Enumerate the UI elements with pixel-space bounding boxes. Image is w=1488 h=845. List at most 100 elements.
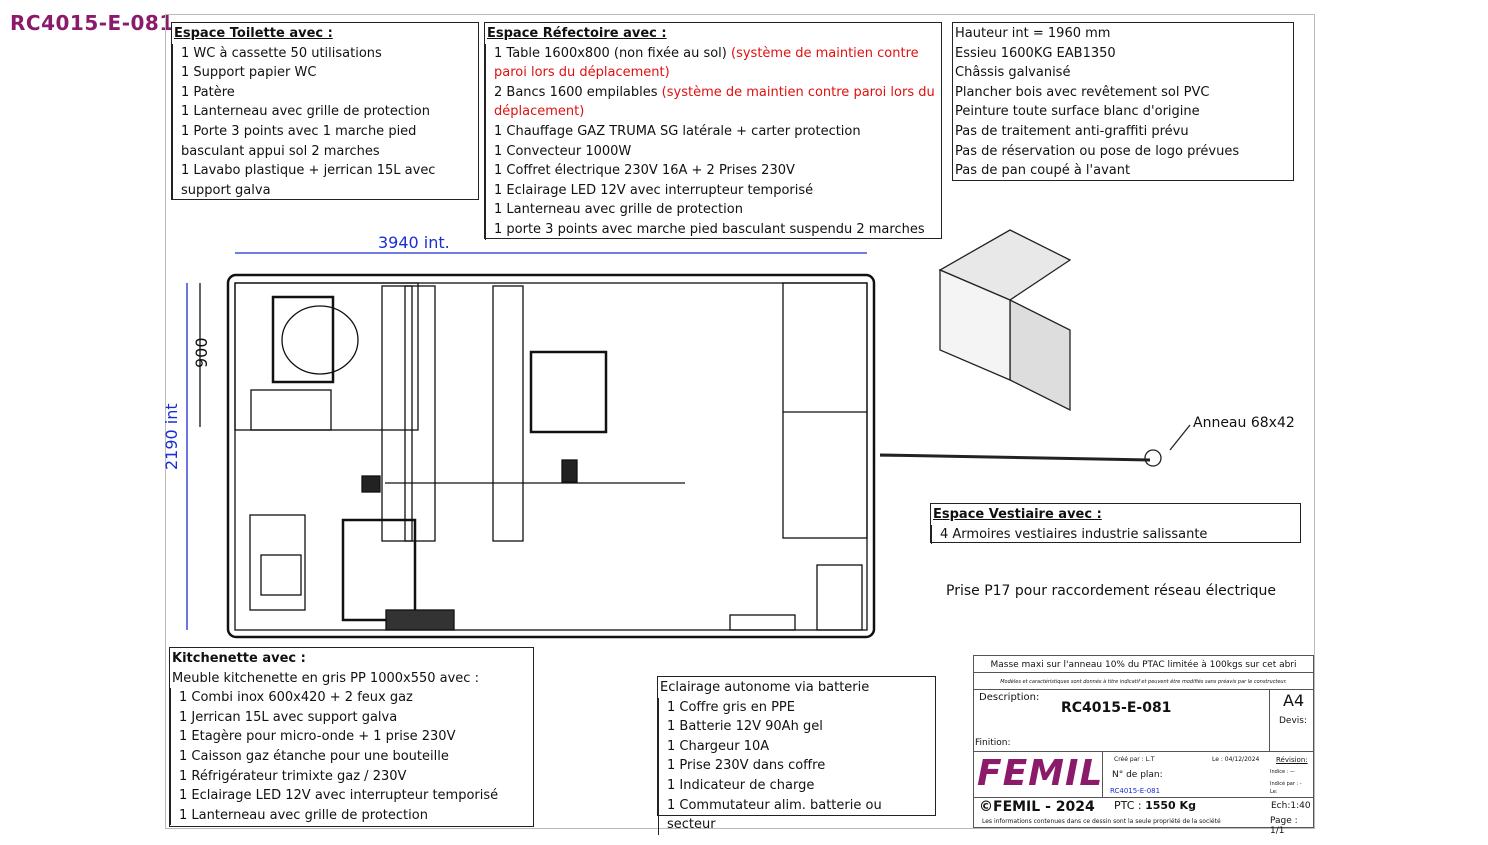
table-edge (404, 285, 436, 542)
disclaimer: Modèles et caractéristiques sont donnés … (1000, 679, 1287, 685)
list-item: 1 Batterie 12V 90Ah gel (658, 717, 933, 737)
list-item: 1 Etagère pour micro-onde + 1 prise 230V (170, 727, 531, 747)
spec-item: Pas de réservation ou pose de logo prévu… (955, 143, 1240, 159)
list-item: 1 porte 3 points avec marche pied bascul… (485, 219, 939, 240)
vestiaire-title: Espace Vestiaire avec : (933, 507, 1102, 522)
spec-item: Hauteur int = 1960 mm (955, 26, 1111, 41)
list-item: 1 Porte 3 points avec 1 marche pied basc… (172, 121, 476, 162)
spec-item: Peinture toute surface blanc d'origine (955, 104, 1200, 120)
list-item: 1 Caisson gaz étanche pour une bouteille (170, 746, 531, 767)
list-item: 1 Coffret électrique 230V 16A + 2 Prises… (485, 161, 939, 181)
indice: Indice : — (1270, 769, 1295, 775)
spec-item: Plancher bois avec revêtement sol PVC (955, 84, 1210, 100)
drawbar-iso (879, 453, 1151, 462)
list-item: 1 Lavabo plastique + jerrican 15L avec s… (172, 161, 476, 201)
plan-number: RC4015-E-081 (1110, 787, 1161, 795)
toilet-room (234, 282, 419, 431)
description-label: Description: (979, 692, 1040, 703)
list-item: 1 Jerrican 15L avec support galva (170, 707, 531, 728)
kitchenette-intro: Meuble kitchenette en gris PP 1000x550 a… (172, 670, 479, 686)
plan-label: N° de plan: (1112, 770, 1163, 780)
drawing-reference: RC4015-E-081 (10, 11, 174, 35)
list-item: 1 Prise 230V dans coffre (658, 756, 933, 776)
revision-date: Le: (1270, 789, 1278, 795)
list-item: 1 Convecteur 1000W (485, 141, 939, 162)
floor-plan (186, 252, 900, 639)
footer-note: Les informations contenues dans ce dessi… (982, 818, 1221, 825)
isometric-view (879, 229, 1191, 467)
washbasin (250, 389, 332, 431)
list-item: 1 Support papier WC (172, 63, 476, 83)
list-item: 1 Lanterneau avec grille de protection (485, 200, 939, 220)
drawing-sheet (165, 14, 1315, 829)
list-item: 1 Table 1600x800 (non fixée au sol) (sys… (485, 43, 939, 83)
devis-label: Devis: (1279, 716, 1308, 726)
battery-box (816, 564, 863, 631)
toilet-skylight (271, 295, 335, 384)
wc-cassette (281, 305, 359, 375)
indice-par: Indicé par : - (1270, 781, 1302, 787)
eclairage-title: Eclairage autonome via batterie (660, 680, 870, 695)
bench-left (381, 285, 413, 542)
list-item: 1 Lanterneau avec grille de protection (170, 805, 531, 826)
list-item: 1 Chargeur 10A (658, 736, 933, 757)
femil-logo: FEMIL (977, 753, 1104, 794)
paper-format: A4 (1283, 691, 1305, 710)
height-dimension: 2190 int (162, 403, 181, 470)
spec-item: Pas de pan coupé à l'avant (955, 163, 1131, 179)
lockers (782, 282, 868, 539)
finition-label: Finition: (975, 738, 1011, 748)
list-item: 1 Chauffage GAZ TRUMA SG latérale + cart… (485, 121, 939, 142)
toilet-title: Espace Toilette avec : (174, 26, 333, 41)
refectoire-title: Espace Réfectoire avec : (487, 26, 667, 41)
list-item: 1 Coffre gris en PPE (658, 697, 933, 718)
spec-item: Pas de traitement anti-graffiti prévu (955, 123, 1189, 139)
kitchenette-box: Kitchenette avec : Meuble kitchenette en… (169, 647, 534, 827)
vestiaire-box: Espace Vestiaire avec : 4 Armoires vesti… (930, 503, 1301, 545)
refectoire-box: Espace Réfectoire avec : 1 Table 1600x80… (484, 22, 942, 240)
width-dimension: 3940 int. (378, 233, 450, 252)
title-block: Masse maxi sur l'anneau 10% du PTAC limi… (973, 655, 1314, 836)
masse-note: Masse maxi sur l'anneau 10% du PTAC limi… (974, 660, 1313, 673)
ptc: PTC : 1550 Kg (1114, 799, 1196, 812)
list-item: 2 Bancs 1600 empilables (système de main… (485, 82, 939, 122)
specs-box: Hauteur int = 1960 mm Essieu 1600KG EAB1… (952, 22, 1294, 181)
bench-right (492, 285, 524, 542)
spec-item: Essieu 1600KG EAB1350 (955, 45, 1116, 61)
toilet-box: Espace Toilette avec : 1 WC à cassette 5… (171, 22, 479, 201)
list-item: 4 Armoires vestiaires industrie salissan… (931, 524, 1298, 545)
anneau-leader (1169, 424, 1191, 451)
prise-label: Prise P17 pour raccordement réseau élect… (946, 583, 1276, 599)
container-outline (226, 273, 876, 639)
eclairage-box: Eclairage autonome via batterie 1 Coffre… (657, 676, 936, 835)
kitchenette-unit (249, 514, 306, 611)
electrical-box (561, 459, 578, 483)
shelf (729, 614, 796, 631)
interior-wall (234, 282, 868, 631)
created-by: Créé par : L.T (1114, 756, 1155, 763)
list-item: 1 Patère (172, 82, 476, 103)
description-value: RC4015-E-081 (1061, 700, 1172, 716)
towing-ring (1144, 449, 1162, 467)
fridge (385, 609, 455, 631)
heater (361, 475, 381, 493)
list-item: 1 Combi inox 600x420 + 2 feux gaz (170, 688, 531, 708)
sink (260, 554, 302, 596)
kitchen-skylight (341, 518, 417, 622)
list-item: 1 Eclairage LED 12V avec interrupteur te… (170, 786, 531, 806)
date: Le : 04/12/2024 (1212, 756, 1260, 763)
kitchenette-title: Kitchenette avec : (172, 651, 306, 666)
list-item: 1 Commutateur alim. batterie ou secteur (658, 795, 933, 835)
refectoire-skylight (529, 350, 608, 434)
page-number: Page : 1/1 (1270, 816, 1298, 836)
list-item: 1 Lanterneau avec grille de protection (172, 102, 476, 122)
spec-item: Châssis galvanisé (955, 65, 1071, 81)
list-item: 1 Eclairage LED 12V avec interrupteur te… (485, 180, 939, 201)
list-item: 1 WC à cassette 50 utilisations (172, 43, 476, 64)
copyright: ©FEMIL - 2024 (979, 799, 1095, 815)
list-item: 1 Indicateur de charge (658, 775, 933, 796)
anneau-label: Anneau 68x42 (1193, 415, 1295, 431)
scale: Ech:1:40 (1271, 801, 1311, 811)
list-item: 1 Réfrigérateur trimixte gaz / 230V (170, 766, 531, 787)
wc-dimension: 900 (192, 337, 211, 368)
